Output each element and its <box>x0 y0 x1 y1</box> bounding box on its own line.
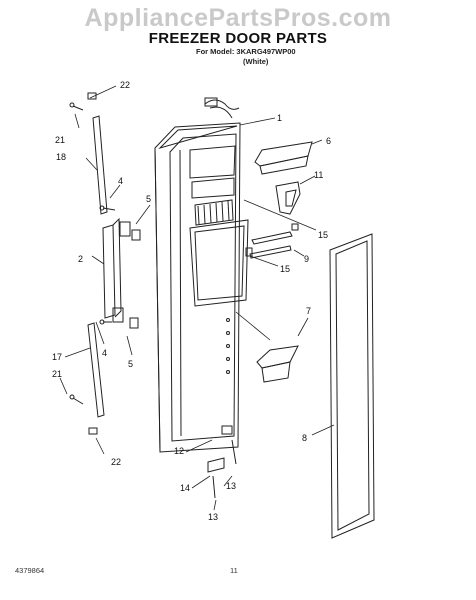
page-number: 11 <box>230 566 238 575</box>
callout-7: 7 <box>306 306 311 316</box>
diagram-title: FREEZER DOOR PARTS <box>148 30 328 47</box>
callout-21-upper: 21 <box>55 135 65 145</box>
callout-15-upper: 15 <box>318 230 328 240</box>
callout-1: 1 <box>277 113 282 123</box>
callout-18: 18 <box>56 152 66 162</box>
callout-5-lower: 5 <box>128 359 133 369</box>
trim-rails <box>87 115 108 418</box>
door-gasket <box>329 233 375 539</box>
callout-17: 17 <box>52 352 62 362</box>
leader-lines <box>59 85 335 511</box>
callout-6: 6 <box>326 136 331 146</box>
watermark: AppliancePartsPros.com <box>84 4 392 32</box>
callout-13-upper: 13 <box>226 481 236 491</box>
lower-hinge-parts <box>207 425 237 499</box>
callout-21-lower: 21 <box>52 369 62 379</box>
callout-9: 9 <box>304 254 309 264</box>
callout-13-lower: 13 <box>208 512 218 522</box>
callout-12: 12 <box>174 446 184 456</box>
callout-14: 14 <box>180 483 190 493</box>
door-hinge <box>102 217 131 323</box>
callout-5-upper: 5 <box>146 194 151 204</box>
callout-22-upper: 22 <box>120 80 130 90</box>
freezer-door <box>154 97 249 453</box>
dispenser-brackets <box>245 223 299 259</box>
callout-22-lower: 22 <box>111 457 121 467</box>
variant-label: (White) <box>243 57 269 66</box>
small-hardware <box>69 92 141 435</box>
callout-4-upper: 4 <box>118 176 123 186</box>
door-bin-upper <box>254 141 313 175</box>
model-line: For Model: 3KARG497WP00 <box>196 47 296 56</box>
callout-11: 11 <box>314 170 323 180</box>
callout-2: 2 <box>78 254 83 264</box>
callout-15-lower: 15 <box>280 264 290 274</box>
ice-chute <box>275 181 301 215</box>
callout-8: 8 <box>302 433 307 443</box>
callout-4-lower: 4 <box>102 348 107 358</box>
doc-number: 4379864 <box>15 566 45 575</box>
door-bin-lower <box>256 345 299 383</box>
